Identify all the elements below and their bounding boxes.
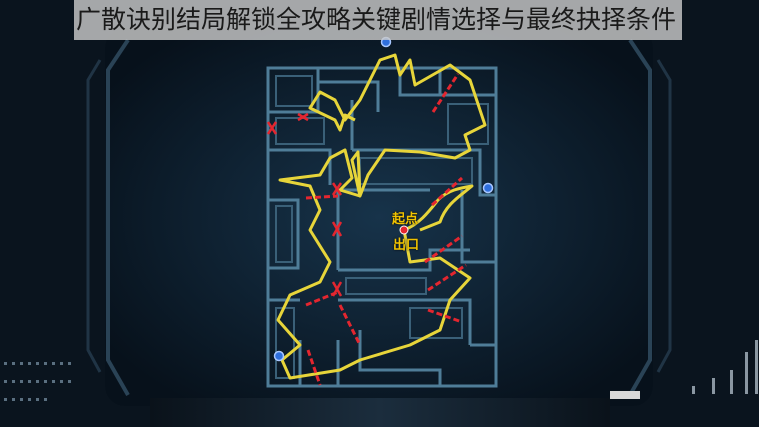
floor-plan-walls <box>266 66 498 388</box>
blocked-doors <box>305 73 467 386</box>
hud-frame-left <box>86 38 130 396</box>
start-label: 起点 <box>392 212 419 227</box>
hud-frame-right <box>628 38 672 396</box>
page-title: 广散诀别结局解锁全攻略关键剧情选择与最终抉择条件 <box>74 0 682 40</box>
start-point-icon <box>399 225 409 235</box>
hud-frame-bottom <box>150 398 610 427</box>
exit-label: 出口 <box>393 238 420 253</box>
route-path <box>276 53 487 380</box>
door-marker-icon <box>273 36 494 362</box>
blocked-door-icon <box>266 112 343 297</box>
hud-dots-left <box>4 362 71 401</box>
watermark-logo <box>610 391 640 399</box>
screen-panel <box>105 28 653 406</box>
hud-bars-right <box>692 340 758 394</box>
